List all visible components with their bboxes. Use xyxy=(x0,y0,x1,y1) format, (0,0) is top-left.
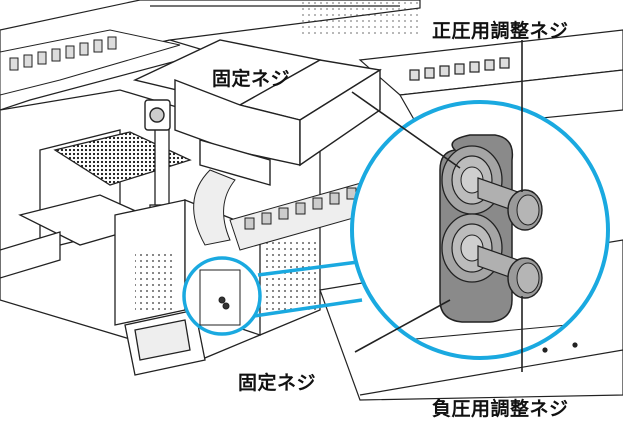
zoom-circle-border xyxy=(350,100,610,360)
small-detail-panel xyxy=(199,269,241,326)
negative-pressure-screw-label: 負圧用調整ネジ xyxy=(432,398,569,420)
positive-pressure-screw-label: 正圧用調整ネジ xyxy=(432,20,569,42)
leader-fixing-top xyxy=(351,91,461,169)
fixing-screw-top-label: 固定ネジ xyxy=(212,68,291,90)
top-dotted-panel xyxy=(300,0,420,38)
zoom-connector-top xyxy=(257,260,359,277)
carriage-unit xyxy=(132,39,382,186)
leader-lines xyxy=(351,40,523,372)
zoom-connector-bottom xyxy=(253,298,363,318)
fixing-screw-bottom-label: 固定ネジ xyxy=(238,372,317,394)
left-cable-track xyxy=(0,29,181,96)
zoom-content xyxy=(352,102,608,346)
leader-fixing-bottom xyxy=(354,299,451,353)
